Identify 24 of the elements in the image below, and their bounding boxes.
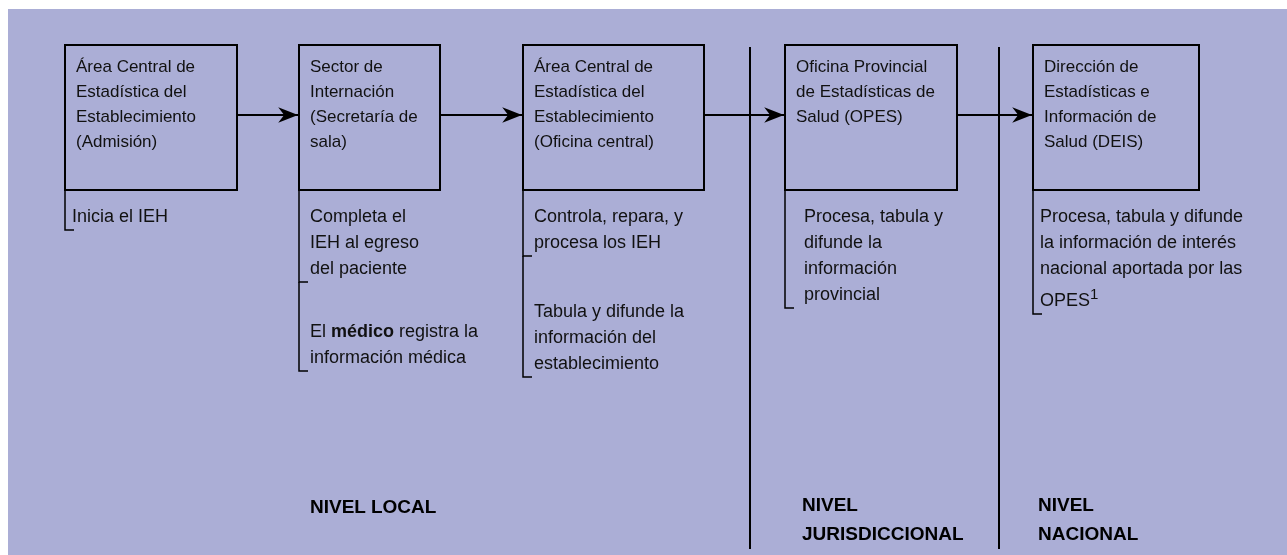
description-text: Procesa, tabula y difunde la información provincial — [804, 205, 945, 306]
process-box — [1032, 44, 1200, 191]
arrow — [958, 107, 1032, 123]
process-box — [784, 44, 958, 191]
process-box — [64, 44, 238, 191]
level-label: NIVEL LOCAL — [310, 495, 438, 519]
box-text: Dirección de Estadísticas e Información de Salud (DEIS) — [1044, 56, 1158, 153]
description-text: Tabula y difunde la información del establecimiento — [534, 300, 686, 375]
description-text: Controla, repara, y procesa los IEH — [534, 205, 685, 254]
box-text: Área Central de Estadística del Establecimiento (Oficina central) — [534, 56, 655, 153]
box-text: Sector de Internación (Secretaría de sala) — [310, 56, 419, 153]
description-text: Procesa, tabula y difunde la información de interés nacional aportada por las OPES$^{1}$ — [1040, 205, 1245, 312]
process-box — [298, 44, 441, 191]
level-label: NIVEL NACIONAL — [1038, 493, 1140, 546]
description-text: Inicia el IEH — [72, 205, 170, 228]
arrow — [238, 107, 298, 123]
description-text: El médico registra la información médica — [310, 320, 480, 369]
description-text: Completa el IEH al egreso del paciente — [310, 205, 421, 280]
box-text: Área Central de Estadística del Establecimiento (Admisión) — [76, 56, 197, 153]
arrow — [705, 107, 784, 123]
process-box — [522, 44, 705, 191]
box-text: Oficina Provincial de Estadísticas de Salud (OPES) — [796, 56, 936, 128]
level-label: NIVEL JURISDICCIONAL — [802, 493, 965, 546]
arrow — [441, 107, 522, 123]
